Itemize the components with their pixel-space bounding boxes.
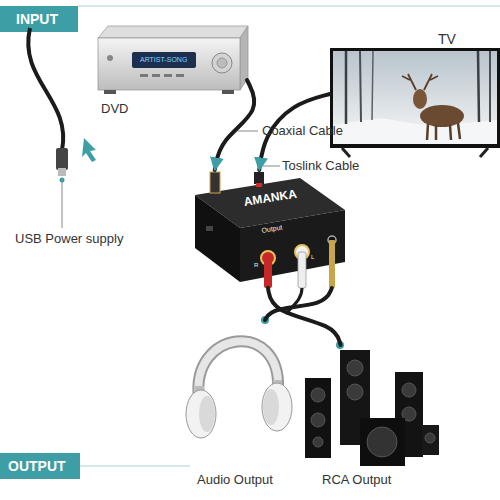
usb-cable: [28, 28, 63, 150]
leader-line: [238, 131, 258, 132]
tree: [372, 51, 373, 120]
subwoofer-driver: [367, 427, 397, 457]
node-text: TV: [438, 32, 456, 46]
dvd-device: DVD ARTIST-SONG: [95, 20, 247, 120]
section-banner: INPUT: [16, 12, 58, 26]
speaker-driver: [425, 433, 435, 443]
box-left: [195, 195, 240, 282]
ear-pad: [199, 396, 215, 432]
cable-connector: [215, 80, 255, 170]
deer-antlers: [402, 74, 438, 90]
deer-legs: [427, 123, 460, 140]
dvd-power-button: [107, 55, 113, 61]
speaker-driver: [347, 384, 363, 400]
speaker-driver: [311, 413, 325, 427]
speaker-device: RCA Output: [300, 345, 440, 490]
satellite-speaker: [422, 425, 439, 455]
dvd-foot: [104, 90, 116, 94]
speaker-tower: [305, 378, 331, 458]
converter-device: AMANKA OutputR L: [185, 170, 350, 288]
node-text: Output: [261, 224, 283, 234]
speaker-driver: [313, 437, 323, 447]
output-banner: [0, 453, 80, 479]
dvd-foot: [222, 90, 234, 94]
speaker-driver: [347, 360, 363, 376]
dvd-knob-center: [217, 58, 227, 68]
node-text: DVD: [101, 102, 128, 115]
headphone-device: Audio Output: [175, 320, 295, 490]
dvd-button: [164, 74, 172, 77]
coax-plug: [210, 172, 220, 193]
banner-rule: [78, 6, 500, 7]
rca-plug-white: [298, 252, 306, 288]
ear-cup: [262, 383, 292, 431]
usb-plug-tip: [58, 168, 66, 176]
subwoofer: [360, 418, 405, 466]
dvd-button: [176, 74, 184, 77]
cable-connector: [268, 288, 341, 345]
tv-screen: [333, 51, 497, 144]
section-banner: OUTPUT: [8, 459, 66, 473]
dvd-top: [98, 26, 248, 38]
cable-label: Coaxial Cable: [262, 124, 343, 137]
tv-device: TV: [330, 30, 500, 158]
tree: [489, 51, 491, 122]
speaker-set: [305, 341, 439, 466]
dvd-player: [98, 26, 248, 94]
mini-jack-plug: [329, 240, 335, 288]
part-label: USB Power supply: [15, 232, 123, 245]
headphones: [186, 316, 292, 438]
usb-plug: [56, 148, 68, 170]
leader-dot: [60, 178, 65, 183]
tv-feet: [342, 148, 488, 157]
dvd-display: [132, 52, 196, 68]
speaker-driver: [311, 388, 325, 402]
tree: [478, 51, 479, 122]
toslink-plug: [254, 172, 264, 184]
node-text: RCA Output: [322, 473, 391, 486]
dvd-button: [140, 74, 148, 77]
rca-plug-red: [264, 258, 272, 288]
cable-label: Toslink Cable: [282, 159, 359, 172]
node-text: L: [311, 254, 314, 260]
node-text: Audio Output: [197, 473, 273, 486]
leader-line: [263, 166, 280, 167]
usb-power-cable: [28, 28, 96, 228]
teal-arrow: [82, 138, 96, 162]
tree: [345, 51, 348, 124]
node-text: ARTIST-SONG: [140, 56, 187, 63]
leader-line: [62, 180, 63, 228]
dvd-front: [98, 38, 240, 90]
dvd-knob: [212, 53, 232, 73]
tree: [360, 51, 361, 122]
ear-pad: [263, 389, 279, 425]
dvd-button: [152, 74, 160, 77]
tv-frame: [330, 48, 500, 148]
node-text: AMANKA: [243, 188, 298, 208]
snow-ground: [333, 118, 497, 144]
tv-set: [330, 48, 500, 157]
ear-cup: [186, 390, 216, 438]
usb-port: [206, 226, 213, 231]
rca-cable-branch: [286, 288, 302, 314]
toslink-tip: [256, 183, 262, 187]
input-banner: [0, 6, 78, 32]
deer-head: [413, 89, 427, 109]
speaker-driver: [402, 383, 416, 397]
banner-rule: [80, 466, 190, 467]
node-text: R: [254, 262, 258, 268]
